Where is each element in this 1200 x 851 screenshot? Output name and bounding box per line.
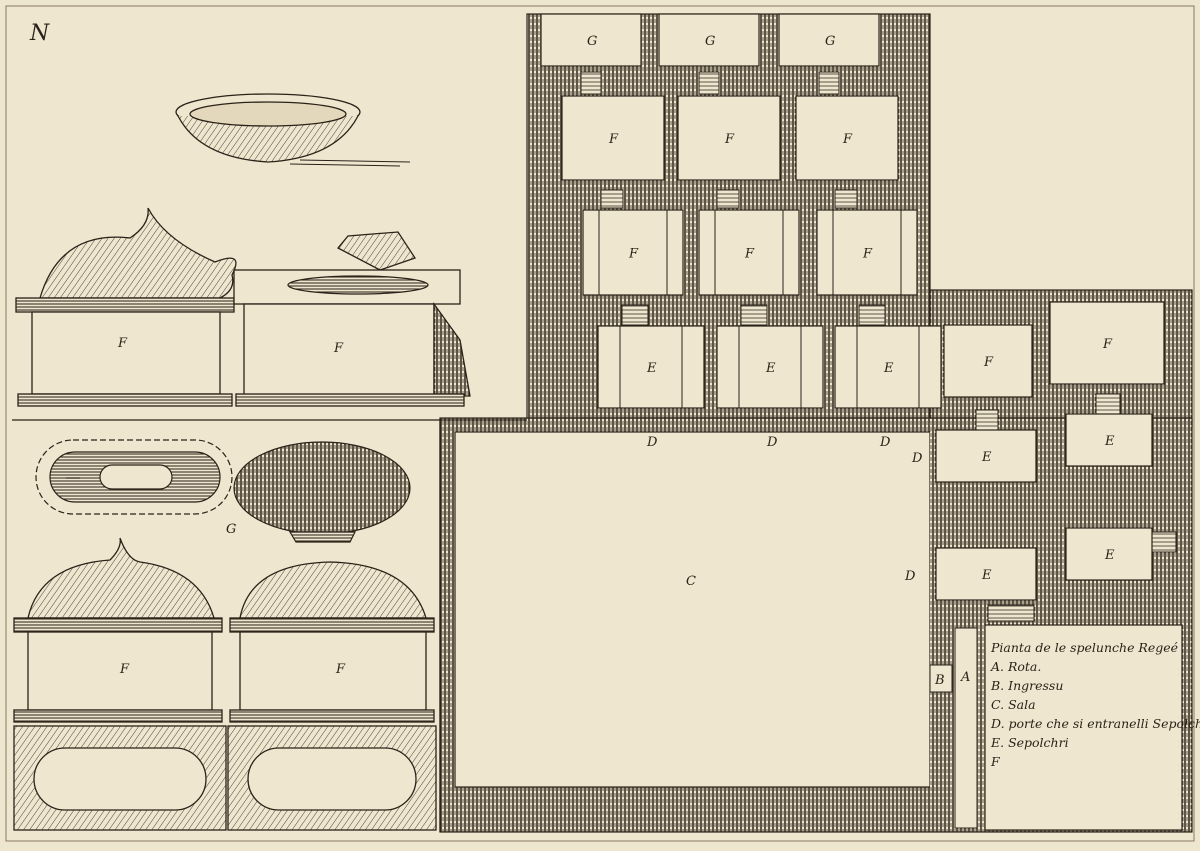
f-right-room-1-label: F xyxy=(983,355,994,370)
door-d-1: D xyxy=(646,435,658,450)
f-middle-room-3-label: F xyxy=(862,247,873,262)
g-room-3 xyxy=(778,13,880,67)
plate-mark: N xyxy=(29,21,50,46)
e-row-room-1-steps xyxy=(621,304,649,326)
g-room-3-label: G xyxy=(825,34,835,49)
e-right-room-2-label: E xyxy=(1104,434,1115,449)
e-row-room-1 xyxy=(597,325,705,409)
e-row-room-3-steps xyxy=(858,304,886,326)
gourd-box-label: G xyxy=(226,522,236,537)
f-right-room-2 xyxy=(1049,301,1165,385)
plate-border xyxy=(5,5,1195,842)
f-right-rooms: FF xyxy=(943,301,1165,398)
hall-c xyxy=(454,431,931,788)
f-middle-room-1 xyxy=(582,209,684,296)
sarcophagus-lower-right: F xyxy=(229,561,435,723)
e-right-room-3 xyxy=(935,547,1037,601)
ingress-b-label: B xyxy=(934,673,945,688)
e-right-room-2 xyxy=(1065,413,1153,467)
legend-item-e: E. Sepolchri xyxy=(990,735,1069,750)
f-middle-room-2 xyxy=(698,209,800,296)
hall-c-label: C xyxy=(686,574,696,589)
g-room-1-label: G xyxy=(587,34,597,49)
e-right-room-2-steps xyxy=(1095,393,1121,415)
e-row-room-2-label: E xyxy=(765,361,776,376)
legend-item-c: C. Sala xyxy=(991,697,1036,712)
e-row-room-2-steps xyxy=(740,304,768,326)
e-row-room-2 xyxy=(716,325,824,409)
g-room-2 xyxy=(658,13,760,67)
e-right-room-3-label: E xyxy=(981,568,992,583)
g-room-2-label: G xyxy=(705,34,715,49)
rota-a-label: A xyxy=(960,670,970,685)
f-middle-room-1-label: F xyxy=(628,247,639,262)
e-right-room-3-steps xyxy=(987,604,1035,622)
g-room-1-steps xyxy=(580,71,602,95)
e-right-room-1 xyxy=(935,429,1037,483)
scalloped-dish xyxy=(35,439,233,515)
legend-item-a: A. Rota. xyxy=(990,659,1041,674)
f-right-room-1 xyxy=(943,324,1033,398)
sarcophagus-upper-left: F xyxy=(15,207,237,407)
f-upper-room-3-label: F xyxy=(842,132,853,147)
e-right-room-4 xyxy=(1065,527,1153,581)
f-right-room-2-label: F xyxy=(1102,337,1113,352)
f-upper-room-1-label: F xyxy=(608,132,619,147)
sarcophagus-upper-right: F xyxy=(233,231,471,407)
e-right-room-4-steps xyxy=(1151,531,1177,553)
e-row-room-3 xyxy=(834,325,942,409)
e-row-room-3-label: E xyxy=(883,361,894,376)
legend-item-d: D. porte che si entranelli Sepolchri xyxy=(990,716,1200,731)
f-upper-room-2-label: F xyxy=(724,132,735,147)
door-d-2: D xyxy=(766,435,778,450)
legend-title: Pianta de le spelunche Regeé xyxy=(990,640,1179,655)
legend-item-b: B. Ingressu xyxy=(990,678,1063,693)
door-d-3: D xyxy=(879,435,891,450)
f-middle-room-2-label: F xyxy=(744,247,755,262)
sarcophagus-lower-left: F xyxy=(13,537,223,723)
legend: Pianta de le spelunche Regeé A. Rota. B.… xyxy=(990,640,1200,769)
door-d-4: D xyxy=(911,451,923,466)
gourd-box: G xyxy=(226,441,411,543)
g-room-1 xyxy=(540,13,642,67)
f-middle-room-3-steps xyxy=(834,189,858,209)
base-panels xyxy=(13,725,437,831)
g-room-2-steps xyxy=(698,71,720,95)
shell-bowl xyxy=(175,93,411,167)
f-upper-room-2 xyxy=(677,95,781,181)
legend-item-f: F xyxy=(990,754,1001,769)
e-right-rooms: E E E E xyxy=(935,393,1177,622)
legend-panel xyxy=(984,624,1183,831)
sarcophagus-upper-left-label: F xyxy=(117,336,128,351)
sarcophagus-upper-right-label: F xyxy=(333,341,344,356)
f-upper-room-3 xyxy=(795,95,899,181)
f-middle-room-2-steps xyxy=(716,189,740,209)
f-middle-room-1-steps xyxy=(600,189,624,209)
door-d-side: D xyxy=(904,569,916,584)
e-right-room-1-steps xyxy=(975,409,999,431)
f-middle-room-3 xyxy=(816,209,918,296)
sarcophagus-lower-right-label: F xyxy=(335,662,346,677)
sarcophagus-lower-left-label: F xyxy=(119,662,130,677)
g-room-3-steps xyxy=(818,71,840,95)
e-right-room-4-label: E xyxy=(1104,548,1115,563)
e-right-room-1-label: E xyxy=(981,450,992,465)
e-row-room-1-label: E xyxy=(646,361,657,376)
f-upper-room-1 xyxy=(561,95,665,181)
